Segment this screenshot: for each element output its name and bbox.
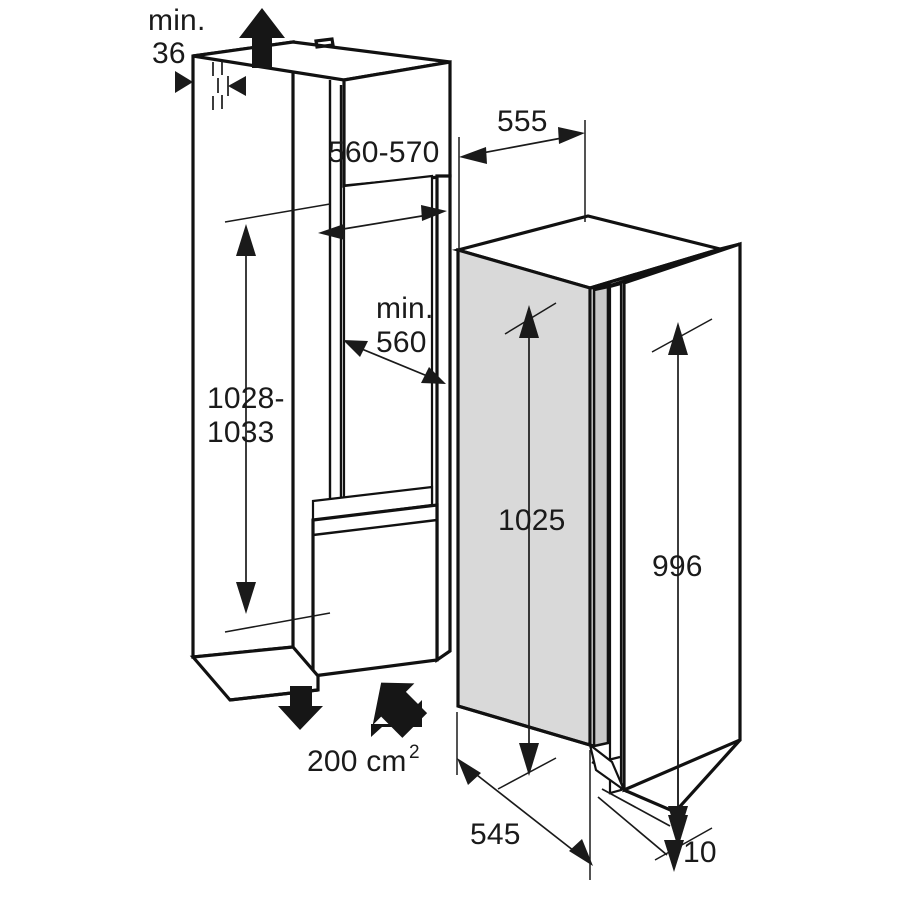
height-1025-dimension: 1025 [497,302,566,790]
depth-555-arrow-right-icon [558,127,585,144]
min560-label-line1: min. [376,292,433,325]
air-down-arrow-icon [278,686,323,730]
niche-base-slab [189,645,320,702]
height-996-arrow-top-icon [668,322,688,355]
depth-545-arrow-left-icon [457,758,481,785]
niche-width-arrow-left-icon [318,224,345,240]
height-1025-ext-bottom [497,757,557,790]
niche-depth-arrow-down-icon [421,367,446,384]
niche-cabinet-group [189,37,452,702]
gap-10-dimension: 10 [597,740,717,872]
niche-height-ext-bottom [224,612,331,633]
min36-label-line1: min. [148,4,205,37]
vent-area-label: 200 cm [307,745,407,778]
niche-right-side-panel [435,174,452,664]
niche-left-side-panel [191,40,295,659]
min36-left-arrowhead-icon [175,71,193,93]
appliance-group [451,214,742,814]
vent-area-label-group: 200 cm 2 [307,742,420,778]
min36-hatch-bottom [212,95,223,110]
gap-10-dimline-b [597,796,668,856]
airflow-arrows [239,8,428,738]
niche-width-label: 560-570 [328,136,440,169]
min36-gap-marker-group: min. 36 [148,4,246,110]
depth-555-dimension: 555 [458,105,586,252]
appliance-bottom-foot [588,742,627,794]
niche-height-label-line1: 1028- [207,382,285,415]
appliance-door-panel [622,241,742,793]
niche-height-arrow-top-icon [236,224,256,256]
niche-height-ext-top [224,203,331,223]
height-996-label: 996 [652,550,703,583]
gap-10-arrow-upper-icon [668,806,688,838]
appliance-door-gap-strip [608,282,623,795]
depth-555-arrow-left-icon [459,147,487,164]
niche-depth-arrow-up-icon [343,340,368,357]
depth-545-label: 545 [470,818,521,851]
depth-545-arrow-right-icon [569,839,593,866]
vent-area-superscript: 2 [409,742,420,763]
niche-width-dimension [318,205,447,240]
min36-hatch-top [212,61,223,76]
air-in-diagonal-arrow-shape [372,682,428,738]
min36-right-arrowhead-icon [228,76,246,96]
niche-lower-panel-reveal [312,518,438,537]
niche-lower-front-panel [311,503,439,678]
appliance-hinge-edge-face [592,285,610,748]
niche-depth-dimline [351,344,438,381]
gap-10-arrow-lower-icon [664,840,684,872]
min560-label-line2: 560 [376,326,427,359]
niche-height-dimension: 1028- 1033 [207,203,331,633]
niche-width-arrow-right-icon [421,205,447,221]
depth-545-dimline [467,767,584,859]
min36-label-line2: 36 [152,37,186,70]
niche-base-right-edge [436,650,451,661]
niche-height-arrow-bottom-icon [236,582,256,614]
niche-depth-dimension: min. 560 [343,292,446,384]
height-1025-arrow-top-icon [519,305,539,338]
gap-10-dimline-a [601,788,671,827]
air-out-up-arrow-icon [239,8,285,68]
niche-top-bracket [314,37,335,49]
height-1025-arrow-bottom-icon [519,743,539,776]
gap-10-label: 10 [683,836,717,869]
depth-555-label: 555 [497,105,548,138]
height-1025-label: 1025 [498,504,566,537]
niche-height-label-line2: 1033 [207,416,275,449]
height-996-ext-bottom [654,827,713,861]
depth-545-dimension: 545 [456,712,593,880]
